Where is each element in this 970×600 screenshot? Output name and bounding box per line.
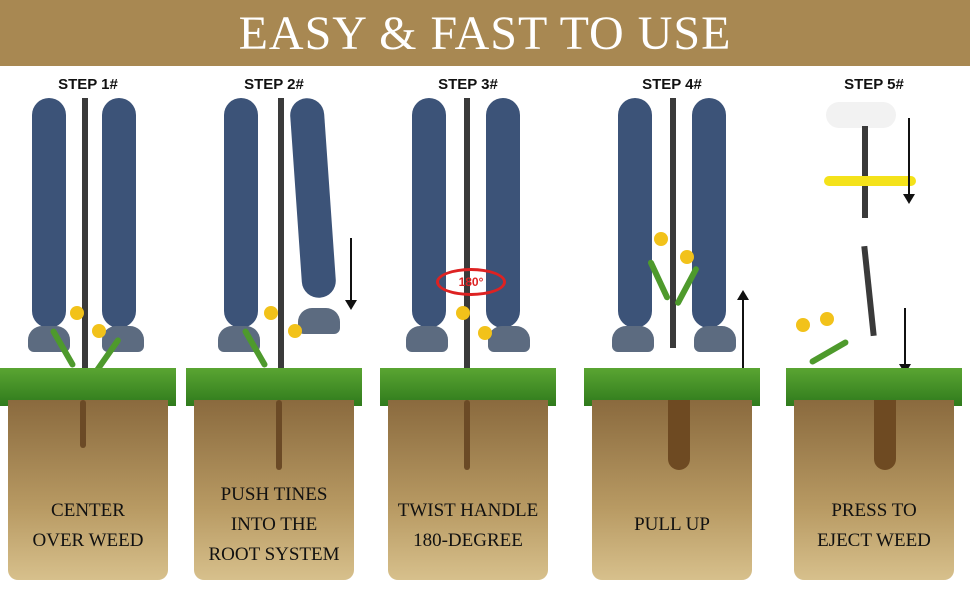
soil-panel: PULL UP <box>592 400 752 580</box>
right-shoe <box>694 326 736 352</box>
soil-panel: PRESS TO EJECT WEED <box>794 400 954 580</box>
step-1-label: STEP 1# <box>58 76 118 93</box>
grass <box>380 368 556 406</box>
right-leg <box>289 97 337 299</box>
step-1-panel: STEP 1# CENTER OVER WEED <box>0 70 176 590</box>
left-leg <box>32 98 66 328</box>
weeder-tool <box>278 98 284 408</box>
glove-hand <box>826 102 896 128</box>
weed-root <box>464 400 470 470</box>
dandelion-flower <box>820 312 834 326</box>
weeder-tool <box>670 98 676 348</box>
grass <box>786 368 962 406</box>
down-arrow-icon <box>345 238 357 310</box>
down-arrow-icon <box>899 308 911 374</box>
weeder-tool <box>82 98 88 388</box>
soil-panel: TWIST HANDLE 180-DEGREE <box>388 400 548 580</box>
step-2-label: STEP 2# <box>244 76 304 93</box>
step-4-illustration <box>584 98 760 406</box>
dandelion-flower <box>264 306 278 320</box>
weed-leaf <box>808 338 850 366</box>
weed-root <box>276 400 282 470</box>
right-shoe <box>488 326 530 352</box>
weeder-tool <box>464 98 470 408</box>
step-4-panel: STEP 4# PULL UP <box>584 70 760 590</box>
twist-rotation-icon: 180° <box>436 268 506 296</box>
step-2-illustration <box>186 97 362 408</box>
step-3-label: STEP 3# <box>438 76 498 93</box>
dandelion-flower <box>92 324 106 338</box>
right-shoe <box>298 308 340 334</box>
weeder-lower-shaft <box>861 245 877 337</box>
step-5-panel: STEP 5# PRESS TO EJECT WEED <box>786 70 962 590</box>
left-shoe <box>406 326 448 352</box>
step-3-text-line-1: TWIST HANDLE <box>397 500 539 521</box>
root-hole <box>668 400 690 470</box>
left-shoe <box>612 326 654 352</box>
weeder-upper-shaft <box>862 126 868 218</box>
dandelion-flower <box>456 306 470 320</box>
soil-panel: PUSH TINES INTO THE ROOT SYSTEM <box>194 400 354 580</box>
step-4-text-line-1: PULL UP <box>634 514 710 535</box>
step-5-text-line-2: EJECT WEED <box>817 530 931 551</box>
step-5-label: STEP 5# <box>844 76 904 93</box>
step-2-panel: STEP 2# PUSH TINES INTO THE ROOT SYSTEM <box>186 70 362 590</box>
yellow-handle <box>824 176 916 186</box>
step-1-text-line-1: CENTER <box>51 500 125 521</box>
step-1-illustration <box>0 98 176 406</box>
step-3-text-line-2: 180-DEGREE <box>413 530 523 551</box>
title-banner: EASY & FAST TO USE <box>0 0 970 66</box>
soil-panel: CENTER OVER WEED <box>8 400 168 580</box>
left-leg <box>224 98 258 328</box>
step-3-illustration: 180° <box>380 98 556 408</box>
right-leg <box>102 98 136 328</box>
weed-root <box>80 400 86 448</box>
down-arrow-icon <box>903 118 915 204</box>
step-5-illustration <box>786 98 962 406</box>
root-hole <box>874 400 896 470</box>
grass <box>0 368 176 406</box>
right-leg <box>486 98 520 328</box>
page-title: EASY & FAST TO USE <box>238 7 732 60</box>
grass <box>186 368 362 406</box>
dandelion-flower <box>478 326 492 340</box>
step-2-text-line-2: INTO THE <box>230 514 318 535</box>
step-2-text-line-1: PUSH TINES <box>220 484 328 505</box>
step-1-text-line-2: OVER WEED <box>32 530 144 551</box>
grass <box>584 368 760 406</box>
dandelion-flower <box>70 306 84 320</box>
dandelion-flower <box>288 324 302 338</box>
dandelion-flower <box>796 318 810 332</box>
dandelion-flower <box>680 250 694 264</box>
right-leg <box>692 98 726 328</box>
up-arrow-icon <box>737 290 749 368</box>
dandelion-flower <box>654 232 668 246</box>
step-4-label: STEP 4# <box>642 76 702 93</box>
step-3-panel: STEP 3# 180° TWIST HANDLE 180-DEGREE <box>380 70 556 590</box>
step-5-text-line-1: PRESS TO <box>831 500 917 521</box>
left-leg <box>412 98 446 328</box>
left-leg <box>618 98 652 328</box>
step-2-text-line-3: ROOT SYSTEM <box>208 544 340 565</box>
